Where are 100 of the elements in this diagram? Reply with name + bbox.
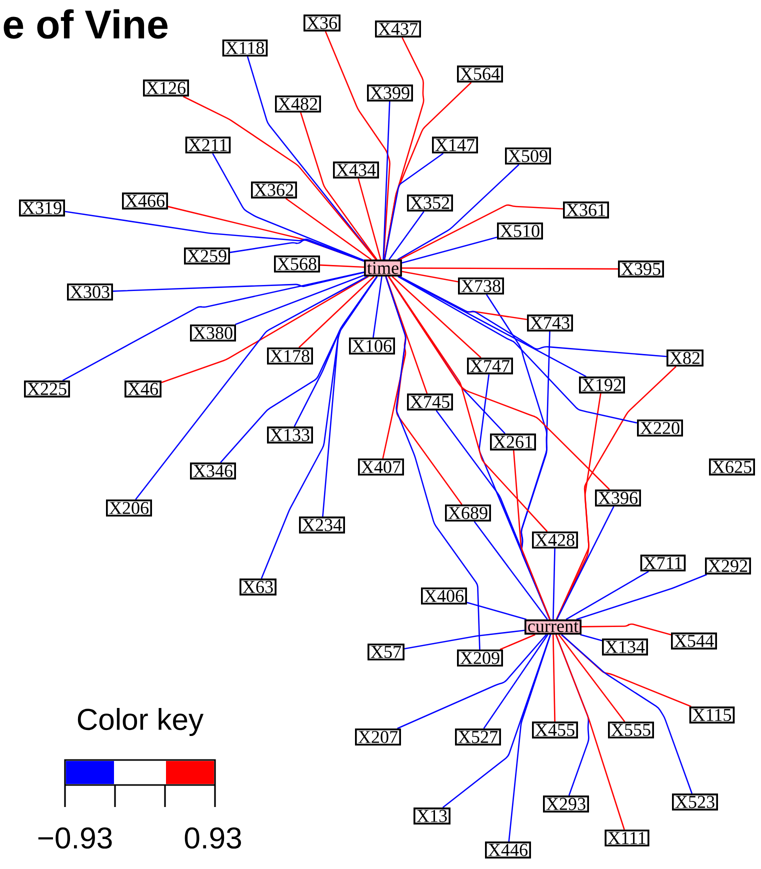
label-box: X111	[604, 830, 650, 846]
edge-line	[285, 198, 372, 260]
label-box: X743	[527, 314, 573, 332]
label-box: X13	[414, 808, 450, 824]
label-box: X466	[122, 192, 168, 210]
label-box: X346	[190, 462, 236, 480]
label-box: X738	[458, 278, 504, 295]
label-box: X192	[579, 376, 625, 394]
label-box: X399	[367, 84, 413, 102]
label-box: X509	[505, 148, 551, 165]
label-box: X395	[618, 260, 664, 278]
edge-line	[561, 634, 693, 794]
label-box: X293	[543, 796, 589, 812]
edge-line	[552, 634, 556, 722]
edge-line	[556, 366, 676, 620]
label-box: X63	[240, 578, 276, 596]
label-box: X220	[637, 420, 683, 437]
label-box: X147	[432, 136, 478, 154]
label-box: X380	[190, 324, 236, 342]
edge-line	[397, 634, 547, 730]
label-box: X362	[251, 182, 297, 198]
key-title: Color key	[78, 708, 204, 736]
edge-line	[322, 276, 378, 517]
edge-line	[560, 634, 692, 708]
edge-line	[483, 634, 548, 729]
edge-line	[135, 276, 368, 500]
label-box: X225	[24, 380, 70, 398]
label-box: X211	[185, 136, 231, 154]
label-box: X745	[407, 394, 453, 410]
scale-label: −0.93	[38, 827, 112, 849]
edge-line	[555, 634, 625, 830]
label-box: X482	[275, 96, 321, 113]
label-box: X259	[184, 248, 230, 264]
label-box: X406	[421, 588, 467, 605]
label-box: X446	[485, 842, 531, 858]
edge-line	[399, 204, 564, 260]
edge-line	[382, 101, 390, 260]
edge-line	[372, 276, 382, 338]
edge-line	[513, 450, 551, 620]
edge-line	[62, 272, 364, 382]
edge-line	[398, 276, 667, 358]
edge-line	[478, 374, 550, 620]
label-box: X261	[490, 434, 536, 450]
label-box: X118	[222, 40, 268, 57]
scale-label: 0.93	[184, 827, 241, 849]
edge-line	[392, 276, 482, 358]
label-box: X544	[671, 632, 717, 650]
edge-line	[230, 240, 364, 262]
edge-line	[320, 264, 364, 268]
edge-line	[212, 153, 364, 261]
edge-line	[581, 624, 672, 636]
edge-line	[402, 270, 458, 282]
label-box: X36	[304, 14, 340, 32]
edge-line	[388, 211, 424, 260]
edge-line	[64, 210, 364, 262]
edge-line	[161, 276, 369, 384]
label-box: X555	[608, 722, 654, 738]
label-box: X292	[705, 558, 751, 574]
edge-line	[404, 630, 525, 650]
edge-line	[402, 267, 618, 270]
edge-line	[300, 112, 378, 260]
label-box: X133	[267, 426, 313, 444]
label-box: X407	[358, 458, 404, 476]
label-box: X46	[124, 380, 162, 398]
label-box: X234	[299, 516, 345, 534]
edge-line	[398, 276, 638, 424]
label-box: X126	[143, 80, 189, 96]
edge-line	[235, 274, 364, 326]
label-box: X361	[563, 202, 609, 218]
edge-line	[397, 164, 520, 260]
label-box: X82	[666, 350, 704, 367]
label-box: X178	[267, 348, 313, 365]
edge-line	[474, 521, 548, 620]
label-box: X689	[445, 504, 491, 522]
edge-line	[358, 178, 382, 260]
label-box: X206	[106, 500, 152, 517]
label-box: X747	[467, 358, 513, 374]
label-box: X396	[595, 490, 641, 506]
label-box: X568	[274, 256, 320, 273]
label-box: X625	[709, 458, 755, 476]
edge-line	[436, 410, 551, 620]
edge-line	[556, 506, 614, 620]
edge-line	[508, 634, 552, 842]
edge-line	[558, 634, 626, 722]
label-box: X303	[67, 284, 113, 301]
edge-line	[112, 272, 364, 292]
label-box: current	[524, 619, 582, 635]
edge-line	[384, 82, 472, 260]
label-box: X434	[333, 162, 379, 178]
label-box: X455	[532, 722, 578, 738]
label-box: X523	[672, 794, 718, 810]
label-box: time	[364, 260, 402, 276]
label-box: X209	[457, 650, 503, 667]
edge-line	[385, 276, 428, 394]
label-box: X57	[368, 644, 404, 660]
label-box: X564	[457, 66, 503, 82]
title: e of Vine	[4, 9, 168, 39]
edge-line	[260, 276, 378, 579]
edge-line	[556, 393, 602, 620]
label-box: X115	[689, 706, 735, 724]
